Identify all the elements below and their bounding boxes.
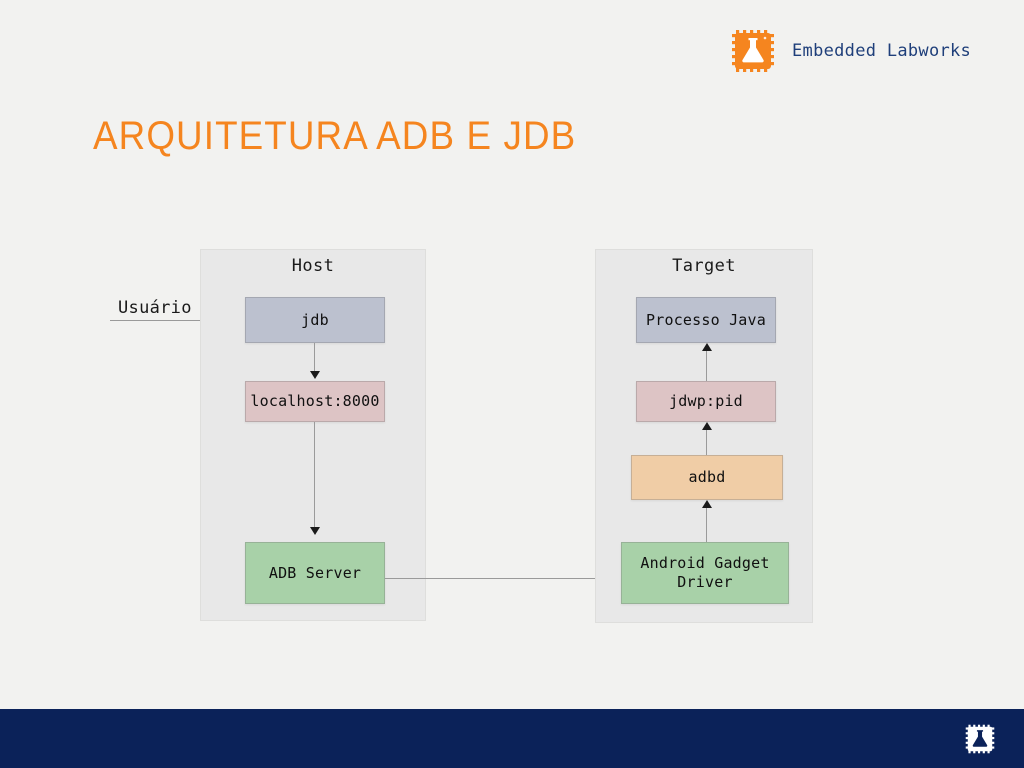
node-jdwp-pid-label: jdwp:pid: [669, 392, 743, 411]
node-android-gadget-driver-label-line2: Driver: [677, 573, 733, 591]
edge-jdwp-to-processojava-arrowhead: [702, 343, 712, 351]
edge-localhost-to-adbserver-line: [314, 422, 315, 528]
node-localhost-8000[interactable]: localhost:8000: [245, 381, 385, 422]
edge-localhost-to-adbserver-arrowhead: [310, 527, 320, 535]
architecture-diagram: Usuário Host jdb localhost:8000 ADB Serv…: [110, 249, 813, 623]
edge-jdb-to-localhost-line: [314, 343, 315, 373]
node-jdb[interactable]: jdb: [245, 297, 385, 343]
edge-jdb-to-localhost-arrowhead: [310, 371, 320, 379]
node-android-gadget-driver[interactable]: Android Gadget Driver: [621, 542, 789, 604]
edge-jdwp-to-processojava-line: [706, 350, 707, 381]
actor-label-usuario: Usuário: [118, 298, 192, 318]
edge-adbd-to-jdwp-arrowhead: [702, 422, 712, 430]
footer-chip-flask-icon: [963, 722, 997, 756]
node-processo-java[interactable]: Processo Java: [636, 297, 776, 343]
node-processo-java-label: Processo Java: [646, 310, 766, 329]
node-jdwp-pid[interactable]: jdwp:pid: [636, 381, 776, 422]
node-adb-server-label: ADB Server: [268, 563, 362, 582]
edge-gadgetdriver-to-adbd-line: [706, 508, 707, 542]
node-adb-server[interactable]: ADB Server: [245, 542, 385, 604]
brand-name: Embedded Labworks: [792, 41, 972, 61]
panel-host-label: Host: [291, 256, 335, 276]
node-android-gadget-driver-label-line1: Android Gadget: [640, 554, 770, 573]
chip-flask-icon: [728, 26, 778, 76]
node-localhost-8000-label: localhost:8000: [250, 392, 380, 411]
footer-bar: [0, 709, 1024, 768]
edge-adbserver-to-gadgetdriver-line: [385, 578, 611, 579]
node-adbd[interactable]: adbd: [631, 455, 783, 500]
edge-adbd-to-jdwp-line: [706, 429, 707, 455]
node-jdb-label: jdb: [301, 310, 329, 329]
page-title: ARQUITETURA ADB E JDB: [93, 114, 577, 158]
edge-usuario-to-jdb-line: [110, 320, 238, 321]
panel-target-label: Target: [672, 256, 736, 276]
brand-header: Embedded Labworks: [728, 26, 971, 76]
edge-gadgetdriver-to-adbd-arrowhead: [702, 500, 712, 508]
node-adbd-label: adbd: [688, 468, 726, 487]
node-android-gadget-driver-label: Android Gadget Driver: [640, 554, 769, 592]
